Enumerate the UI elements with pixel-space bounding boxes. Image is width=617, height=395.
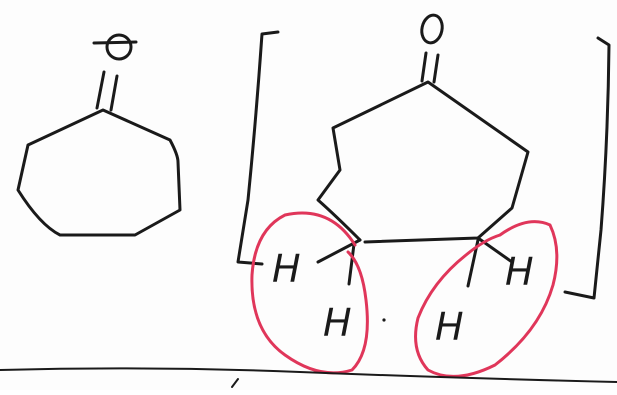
right-oxygen-label: O xyxy=(432,28,433,30)
left-oxygen-circle xyxy=(105,33,133,61)
left-ring xyxy=(16,108,182,237)
highlight-loop-right xyxy=(414,220,559,378)
left-bracket xyxy=(236,30,280,266)
left-molecule: O − xyxy=(16,33,182,237)
left-carbonyl-bond-1 xyxy=(95,70,106,110)
page-edge-line xyxy=(0,367,617,383)
right-bond-lower-left-h xyxy=(347,242,356,286)
hydrogen-label-left: H xyxy=(272,247,301,291)
right-molecule: O H H H H xyxy=(272,13,534,349)
right-oxygen-circle xyxy=(420,13,444,45)
stray-dot xyxy=(382,318,386,322)
hydrogen-label-right: H xyxy=(505,250,534,294)
left-oxygen-minus xyxy=(92,40,138,45)
highlight-loop-left xyxy=(250,211,369,375)
stray-tick-mark xyxy=(231,378,239,388)
left-carbonyl-bond-2 xyxy=(109,74,119,112)
hydrogen-label-lower-right: H xyxy=(435,305,464,349)
right-bracket xyxy=(563,36,611,300)
right-ring xyxy=(316,80,530,244)
right-carbonyl-bond-2 xyxy=(432,53,440,84)
left-oxygen-label: O xyxy=(119,46,120,48)
hydrogen-label-lower-left: H xyxy=(323,301,352,345)
right-carbonyl-bond-1 xyxy=(420,51,428,83)
